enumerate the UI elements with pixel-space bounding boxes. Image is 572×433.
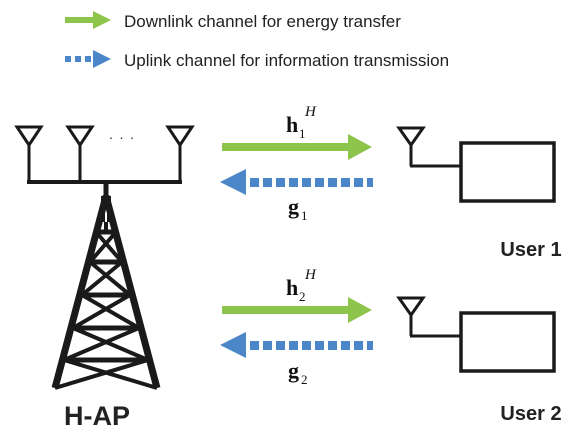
hap-label: H-AP xyxy=(64,401,130,431)
user-1-box xyxy=(459,141,556,203)
hap-antenna-icon xyxy=(65,125,95,182)
user-1-antenna-icon xyxy=(396,126,461,168)
uplink-symbol-g1: g xyxy=(288,194,299,219)
user-1-device xyxy=(396,126,556,203)
uplink-symbol-g2: g xyxy=(288,358,299,383)
downlink-subscript-1: 1 xyxy=(299,126,306,141)
hap-antenna-icon xyxy=(14,125,44,182)
downlink-subscript-2: 2 xyxy=(299,289,306,304)
downlink-superscript-2: H xyxy=(304,267,317,283)
legend-downlink-swatch xyxy=(65,11,111,29)
hap-antenna-icon xyxy=(165,125,195,182)
user-1-label: User 1 xyxy=(500,239,561,261)
user-2-label: User 2 xyxy=(500,403,561,425)
legend: Downlink channel for energy transfer Upl… xyxy=(65,11,449,70)
downlink-symbol-h2: h xyxy=(286,275,298,300)
uplink-arrow-2 xyxy=(220,332,373,358)
hap-antenna-ellipsis: · · · xyxy=(109,129,136,145)
uplink-arrow-1 xyxy=(220,169,373,195)
user-2-box xyxy=(459,311,556,373)
uplink-subscript-1: 1 xyxy=(301,208,308,223)
user-2-device xyxy=(396,296,556,373)
uplink-subscript-2: 2 xyxy=(301,372,308,387)
hap-tower xyxy=(14,125,195,390)
user-2-antenna-icon xyxy=(396,296,461,338)
legend-uplink-swatch xyxy=(65,50,111,68)
downlink-arrow-1 xyxy=(222,134,372,160)
downlink-symbol-h1: h xyxy=(286,112,298,137)
legend-downlink-label: Downlink channel for energy transfer xyxy=(124,12,401,31)
downlink-superscript-1: H xyxy=(304,104,317,120)
legend-uplink-label: Uplink channel for information transmiss… xyxy=(124,51,449,70)
downlink-arrow-2 xyxy=(222,297,372,323)
